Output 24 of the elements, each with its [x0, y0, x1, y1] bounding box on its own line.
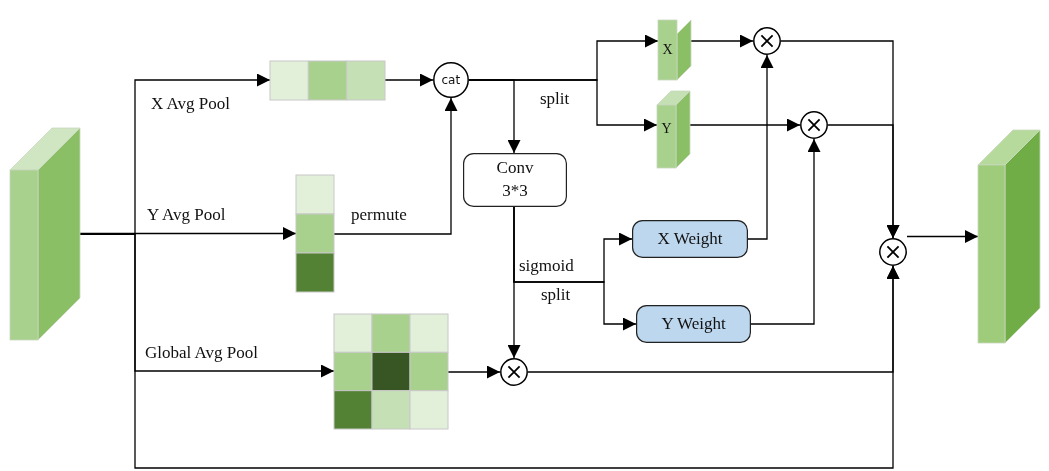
node-label: Y — [661, 121, 672, 138]
edge-label: X Avg Pool — [150, 94, 232, 115]
arrow — [689, 118, 801, 132]
arrow — [827, 124, 900, 239]
text-label: sigmoid — [518, 256, 575, 277]
arrow — [906, 230, 979, 243]
node-label: cat — [441, 73, 461, 88]
node-label: Conv 3*3 — [495, 157, 535, 202]
arrow — [527, 265, 900, 373]
arrow — [507, 206, 521, 359]
edge-label: Global Avg Pool — [144, 343, 260, 364]
arrow — [333, 97, 458, 235]
edge-label: Y Avg Pool — [146, 205, 227, 226]
arrow — [747, 54, 774, 240]
text-label: split — [540, 285, 572, 306]
node-label: Y Weight — [661, 314, 726, 335]
arrow — [468, 79, 521, 154]
node-label: X — [662, 41, 673, 59]
arrow — [447, 365, 501, 379]
node-label: X Weight — [657, 229, 723, 250]
edge-label: split — [539, 89, 571, 110]
arrow — [384, 73, 434, 87]
arrow — [690, 34, 754, 48]
arrow — [750, 138, 821, 325]
